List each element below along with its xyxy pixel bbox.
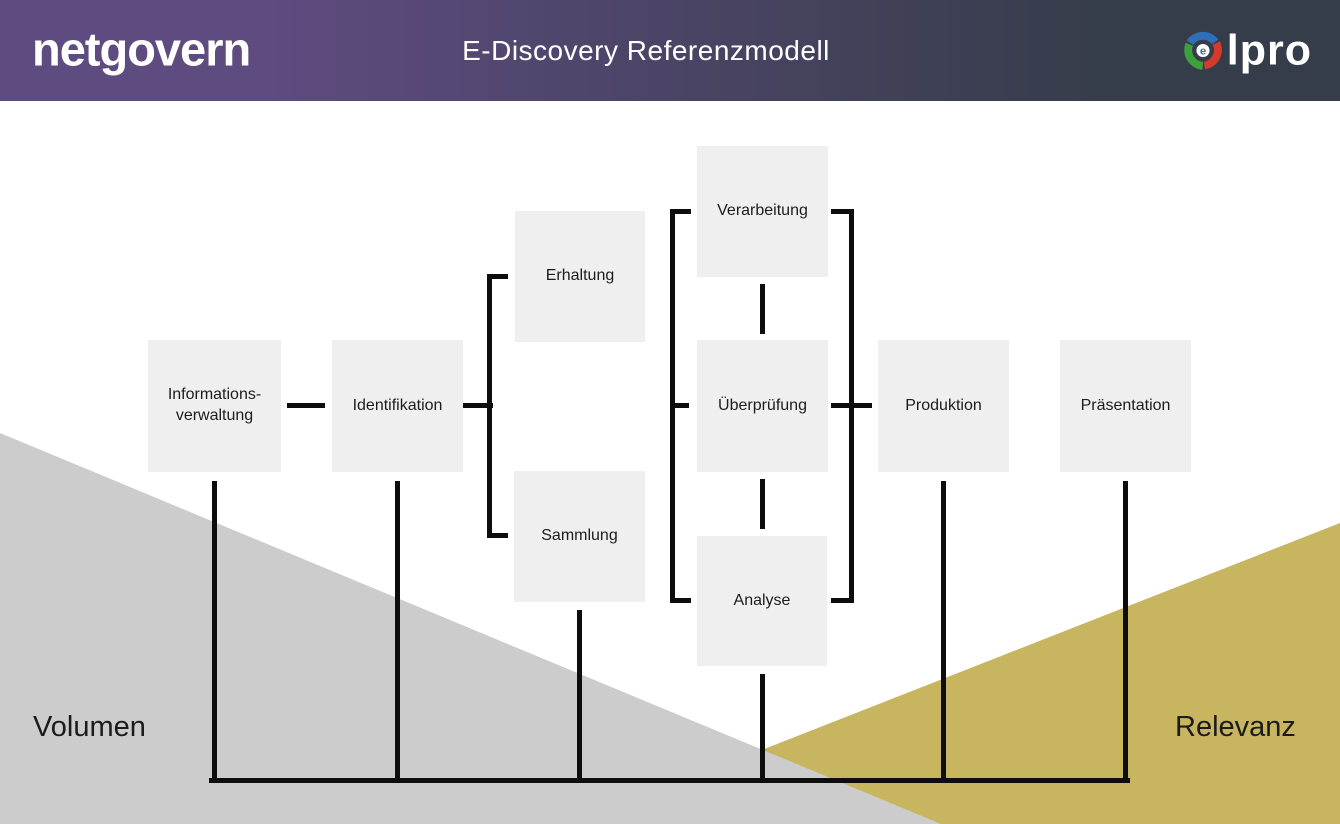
bracket-erhaltung-sammlung-vertical (487, 274, 492, 538)
box-produktion: Produktion (878, 340, 1009, 472)
box-identifikation: Identifikation (332, 340, 463, 472)
box-erhaltung: Erhaltung (515, 211, 645, 342)
dropline-identifikation (395, 481, 400, 778)
dropline-sammlung (577, 610, 582, 778)
page-title: E-Discovery Referenzmodell (462, 34, 830, 66)
connector-identifikation-to-bracket (463, 403, 493, 408)
dropline-informationsverwaltung (212, 481, 217, 778)
svg-text:e: e (1200, 45, 1206, 57)
ipro-swirl-icon: e (1182, 30, 1224, 72)
relevance-label: Relevanz (1175, 711, 1296, 743)
ipro-logo-text: lpro (1226, 26, 1312, 74)
dropline-praesentation (1123, 481, 1128, 778)
box-informationsverwaltung: Informations- verwaltung (148, 340, 281, 472)
dropline-produktion (941, 481, 946, 778)
netgovern-logo: netgovern (32, 22, 251, 76)
bracket-stub-analyse-left (672, 598, 691, 603)
box-sammlung: Sammlung (514, 471, 645, 602)
bracket-stub-analyse-right (831, 598, 851, 603)
bracket-stub-erhaltung (487, 274, 508, 279)
bracket-stub-ueberpruefung-left (672, 403, 689, 408)
connector-info-to-identifikation (287, 403, 325, 408)
baseline (209, 778, 1130, 783)
ipro-logo: e lpro (1182, 29, 1312, 72)
dropline-analyse (760, 674, 765, 778)
connector-ueberpruefung-to-produktion (831, 403, 872, 408)
bracket-stub-verarbeitung-right (831, 209, 851, 214)
bracket-stub-sammlung (487, 533, 508, 538)
bracket-stub-verarbeitung-left (672, 209, 691, 214)
box-praesentation: Präsentation (1060, 340, 1191, 472)
connector-ueberpruefung-analyse (760, 479, 765, 529)
box-ueberpruefung: Überprüfung (697, 340, 828, 472)
volume-triangle (0, 433, 941, 824)
box-verarbeitung: Verarbeitung (697, 146, 828, 277)
header-bar: netgovern E-Discovery Referenzmodell e l… (0, 0, 1340, 101)
box-analyse: Analyse (697, 536, 827, 666)
connector-verarbeitung-ueberpruefung (760, 284, 765, 334)
volume-label: Volumen (33, 711, 146, 743)
